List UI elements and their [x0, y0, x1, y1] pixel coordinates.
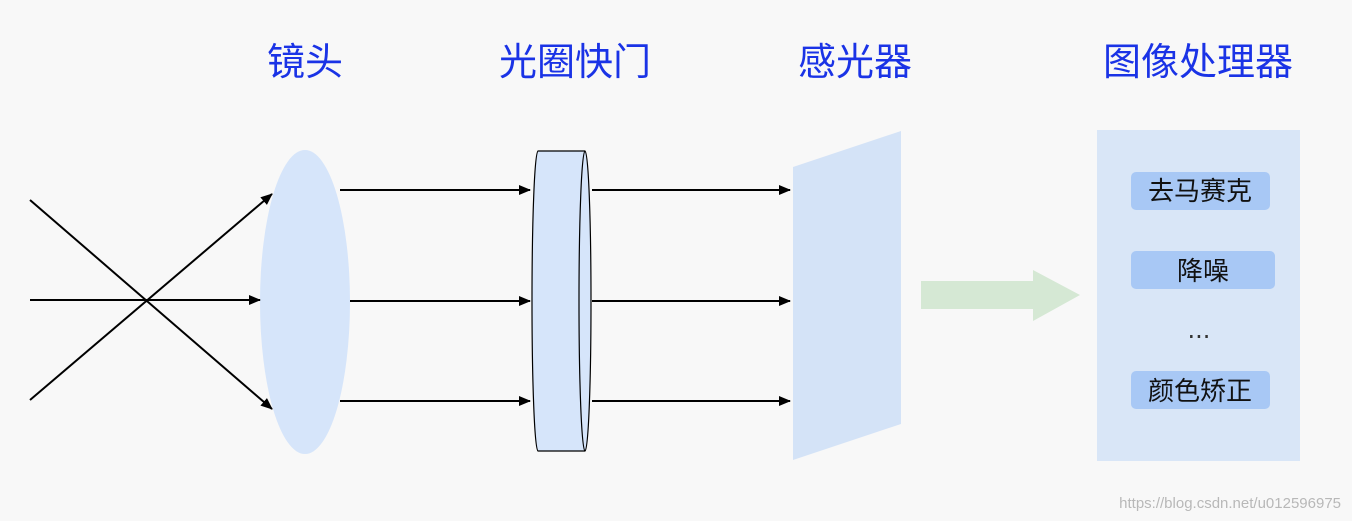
isp-title: 图像处理器: [1103, 40, 1293, 84]
step-denoise-label: 降噪: [1177, 257, 1229, 287]
aperture-shutter-title: 光圈快门: [499, 40, 651, 84]
lens-shape: [260, 150, 350, 454]
step-demosaic: [1131, 172, 1270, 210]
step-color-correction: [1131, 371, 1270, 409]
flow-arrow: [921, 270, 1080, 321]
ray-descending: [29, 199, 273, 410]
aperture-shutter-shape: [531, 150, 592, 452]
watermark: https://blog.csdn.net/u012596975: [1119, 495, 1341, 512]
step-demosaic-label: 去马赛克: [1148, 177, 1252, 207]
sensor-shape: [793, 131, 901, 460]
step-ellipsis: ...: [1188, 316, 1211, 344]
sensor-title: 感光器: [798, 40, 912, 84]
ray-ascending: [29, 193, 273, 401]
step-color-correction-label: 颜色矫正: [1148, 377, 1252, 407]
step-denoise: [1131, 251, 1275, 289]
lens-title: 镜头: [267, 40, 343, 84]
